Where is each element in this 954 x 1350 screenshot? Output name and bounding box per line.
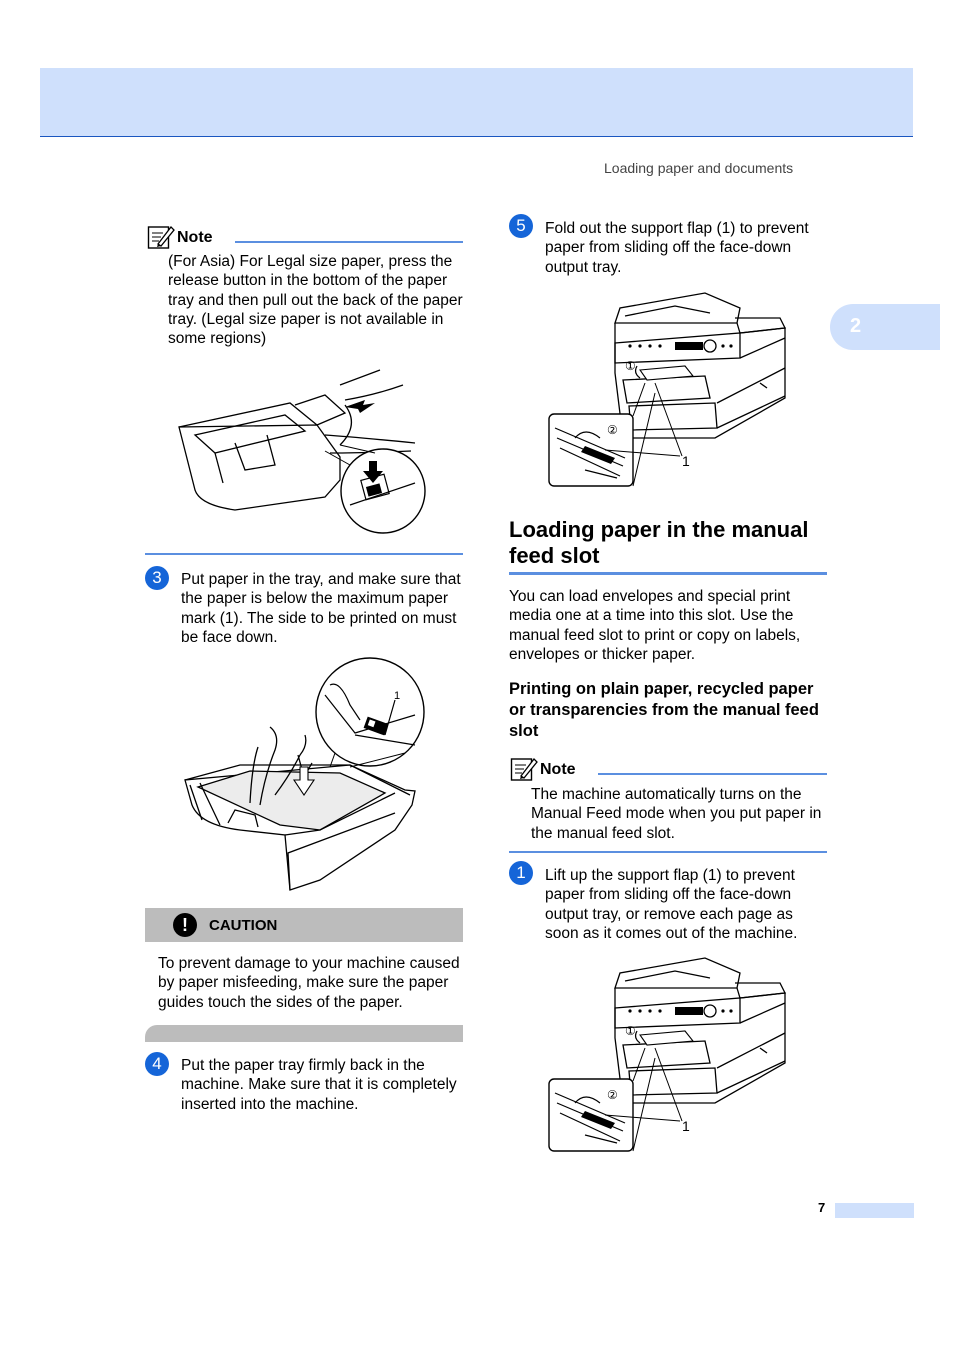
paper-tray-release-illustration [178, 369, 426, 534]
circled-1: ① [625, 1024, 636, 1038]
paper-tray-loading-illustration: 1 [184, 657, 425, 891]
section-rule [145, 553, 463, 555]
page-tab [835, 1203, 914, 1218]
step-badge: 3 [145, 566, 169, 590]
note-rule [235, 241, 463, 243]
printer-support-flap-illustration: ① ② 1 [548, 957, 786, 1152]
section-title: Loading paper in the manual feed slot [509, 517, 809, 568]
warning-icon: ! [173, 913, 197, 937]
caution-text: To prevent damage to your machine caused… [158, 955, 460, 1011]
callout-1: 1 [682, 1118, 690, 1134]
callout-1: 1 [394, 690, 400, 702]
circled-2: ② [607, 1088, 618, 1102]
step-text: Put the paper tray firmly back in the ma… [181, 1057, 457, 1113]
printer-support-flap-illustration: ① ② 1 [548, 292, 786, 487]
header-band [40, 68, 913, 137]
subsection-title: Printing on plain paper, recycled paper … [509, 680, 819, 740]
note-text: The machine automatically turns on the M… [531, 786, 822, 842]
section-title-rule [509, 572, 827, 575]
note-pencil-icon [510, 758, 538, 781]
caution-foot-bar [145, 1025, 463, 1042]
step-badge: 1 [509, 861, 533, 885]
caution-bar: ! CAUTION [145, 908, 463, 942]
step-text: Lift up the support flap (1) to prevent … [545, 867, 798, 942]
chapter-tab: 2 [830, 304, 940, 350]
step-text: Fold out the support flap (1) to prevent… [545, 220, 809, 276]
note-text: (For Asia) For Legal size paper, press t… [168, 253, 463, 348]
note-label: Note [540, 761, 576, 778]
section-intro: You can load envelopes and special print… [509, 588, 801, 663]
step-badge: 5 [509, 214, 533, 238]
step-badge: 4 [145, 1052, 169, 1076]
step-text: Put paper in the tray, and make sure tha… [181, 571, 461, 646]
caution-label: CAUTION [209, 917, 278, 934]
page-number: 7 [818, 1200, 826, 1215]
circled-1: ① [625, 359, 636, 373]
note-label: Note [177, 229, 213, 246]
circled-2: ② [607, 423, 618, 437]
note-pencil-icon [147, 226, 175, 249]
section-rule [509, 851, 827, 853]
note-rule [598, 773, 827, 775]
callout-1: 1 [682, 453, 690, 469]
chapter-number: 2 [850, 315, 862, 337]
running-head: Loading paper and documents [604, 160, 794, 176]
